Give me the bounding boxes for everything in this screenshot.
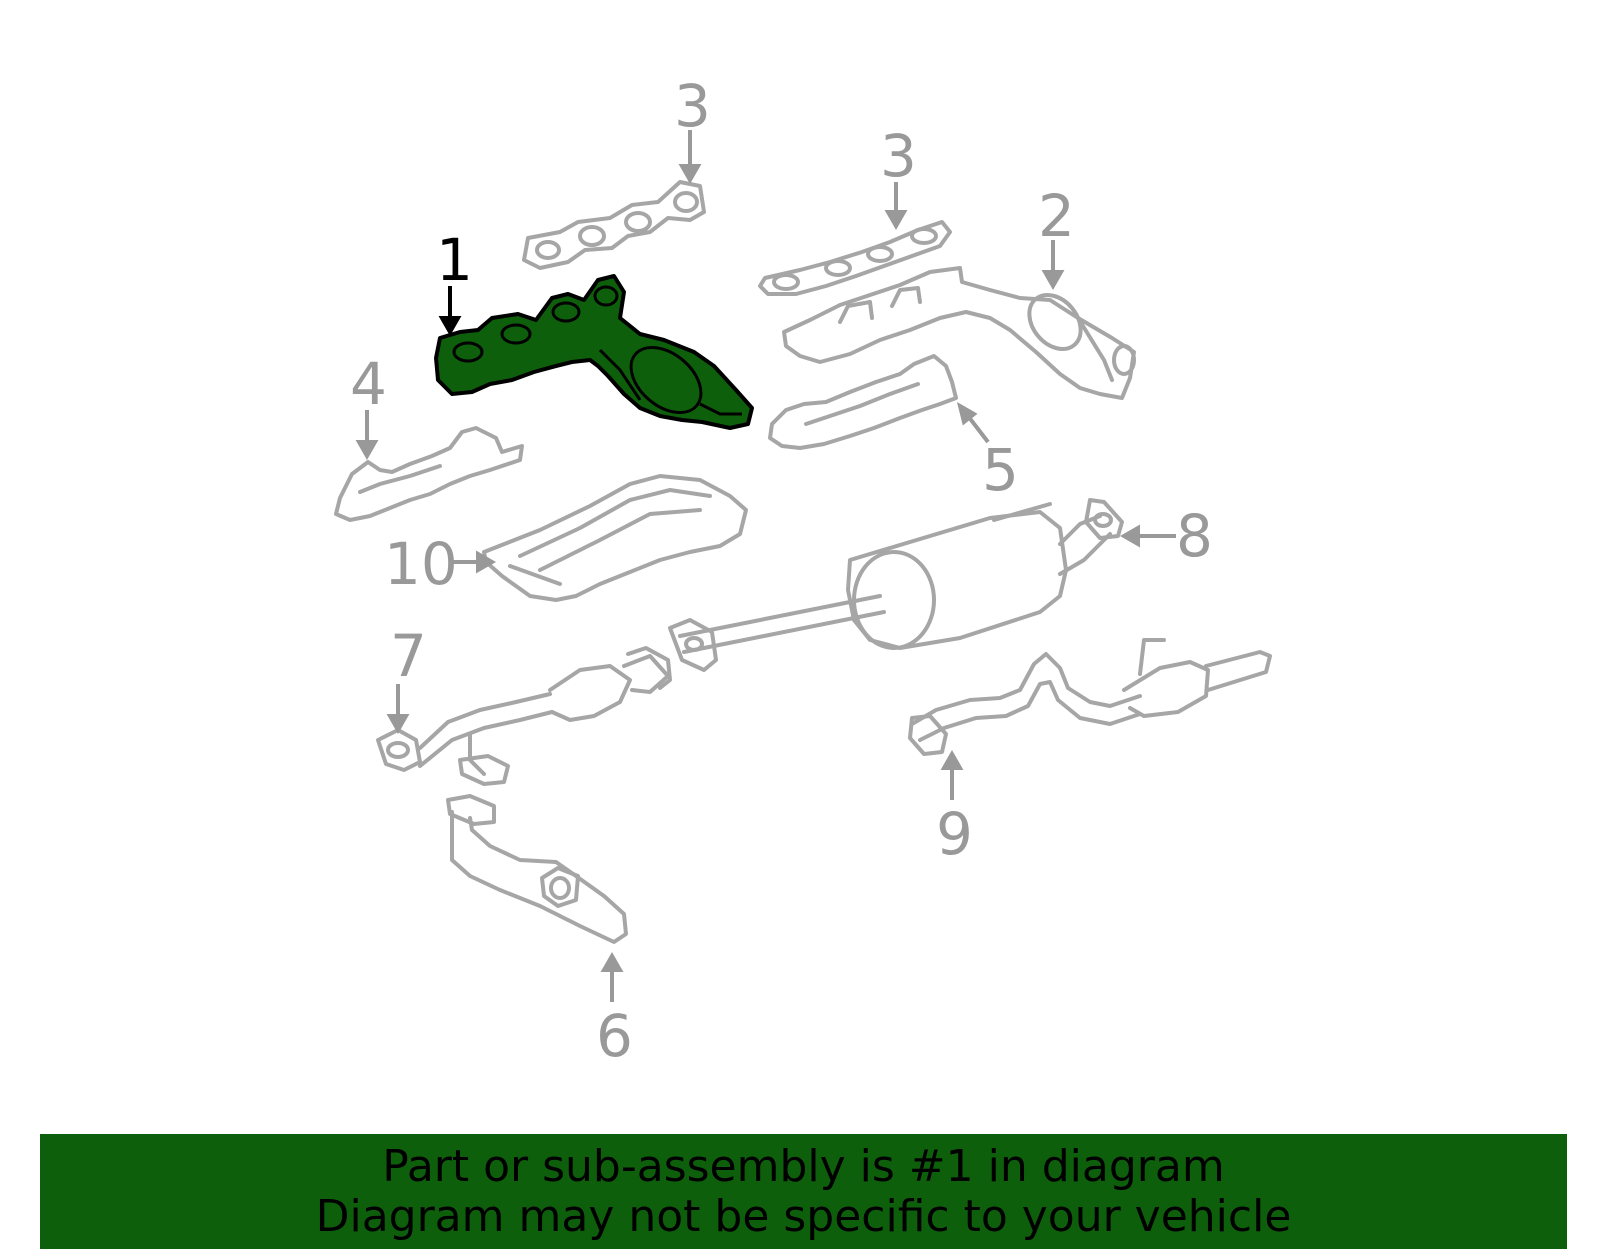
banner-line-part-number: Part or sub-assembly is #1 in diagram	[382, 1141, 1225, 1192]
part-2-exhaust-manifold-right[interactable]	[782, 266, 1136, 400]
part-4-heat-shield-left[interactable]	[334, 426, 524, 522]
part-3-right-gasket[interactable]	[758, 220, 952, 296]
callout-10: 10	[384, 530, 458, 598]
part-6-intermediate-pipe[interactable]	[446, 794, 628, 944]
callout-arrows	[355, 130, 1176, 1002]
exhaust-parts-diagram: 1 3 3 2 4 5 10 8 7 9 6	[334, 72, 1272, 1070]
callout-1: 1	[436, 226, 473, 294]
callout-9: 9	[936, 800, 973, 868]
callout-2: 2	[1038, 182, 1075, 250]
callout-6: 6	[596, 1002, 633, 1070]
callout-3-left: 3	[674, 72, 711, 140]
callout-4: 4	[350, 350, 387, 418]
callout-8: 8	[1176, 502, 1213, 570]
callout-3-right: 3	[880, 122, 917, 190]
info-banner: Part or sub-assembly is #1 in diagram Di…	[40, 1134, 1567, 1249]
part-5-heat-shield-right[interactable]	[768, 354, 958, 450]
callout-7: 7	[390, 622, 427, 690]
part-9-rear-pipe-converter[interactable]	[908, 638, 1272, 756]
banner-line-disclaimer: Diagram may not be specific to your vehi…	[315, 1191, 1292, 1242]
part-3-left-gasket[interactable]	[522, 180, 706, 270]
part-1-exhaust-manifold-highlighted[interactable]	[434, 274, 754, 430]
part-8-muffler-tailpipe[interactable]	[668, 498, 1124, 672]
callout-5: 5	[982, 436, 1019, 504]
part-10-floor-heat-shield[interactable]	[482, 474, 748, 602]
